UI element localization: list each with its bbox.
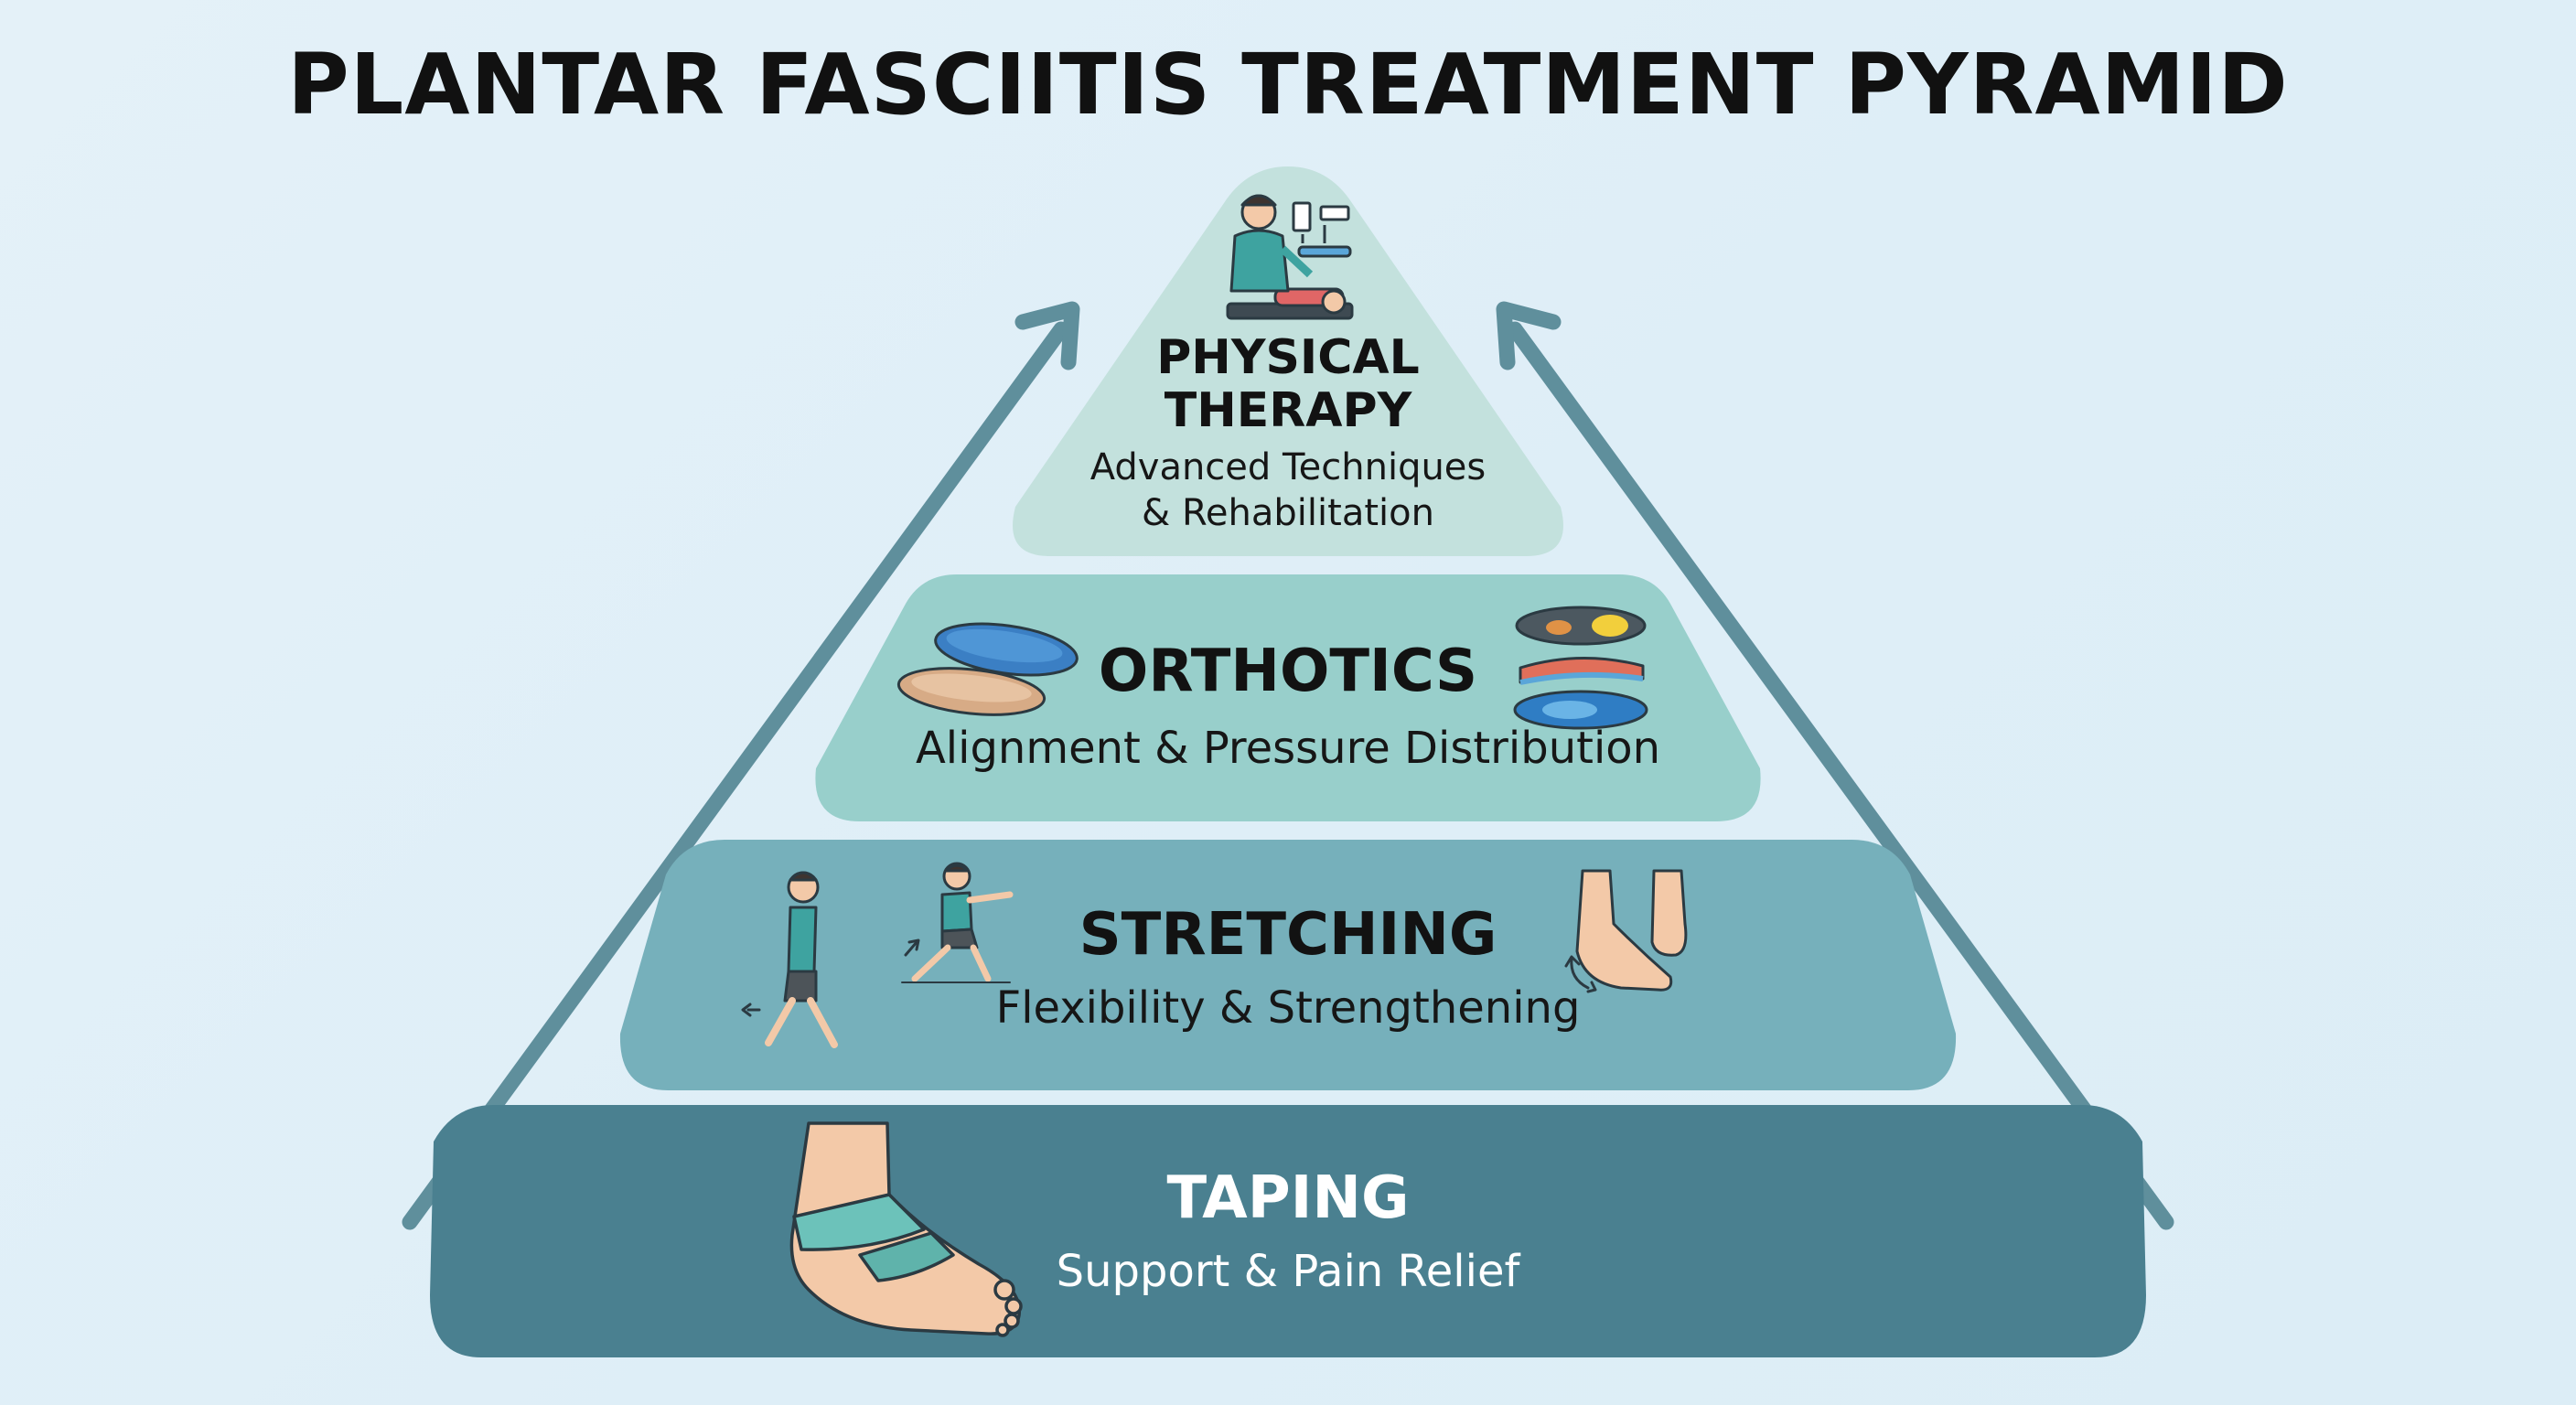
- tier-physical-therapy-title-line1: PHYSICAL: [1156, 330, 1420, 385]
- tier-physical-therapy: PHYSICAL THERAPY Advanced Techniques & R…: [1014, 331, 1562, 536]
- tier-orthotics: ORTHOTICS Alignment & Pressure Distribut…: [832, 635, 1744, 776]
- tier-taping-subtitle: Support & Pain Relief: [1056, 1246, 1520, 1297]
- tier-physical-therapy-subtitle-line2: & Rehabilitation: [1142, 492, 1434, 534]
- tier-taping-title: TAPING: [1166, 1164, 1410, 1232]
- tier-stretching: STRETCHING Flexibility & Strengthening: [831, 898, 1745, 1035]
- taped-foot-icon: [789, 1121, 1023, 1337]
- tier-physical-therapy-title-line2: THERAPY: [1164, 383, 1412, 438]
- tier-physical-therapy-subtitle-line1: Advanced Techniques: [1089, 446, 1487, 488]
- lunge-stretch-icon: [901, 862, 1014, 983]
- foot-flex-icon: [1564, 869, 1688, 993]
- page-title: PLANTAR FASCIITIS TREATMENT PYRAMID: [287, 36, 2289, 134]
- tier-stretching-title: STRETCHING: [1079, 901, 1497, 969]
- right-progression-arrow: [1496, 301, 2174, 1230]
- tier-physical-therapy-band: [1013, 166, 1563, 556]
- left-progression-arrow: [402, 301, 1080, 1230]
- tier-taping: TAPING Support & Pain Relief: [922, 1162, 1654, 1299]
- tier-stretching-subtitle: Flexibility & Strengthening: [995, 982, 1581, 1034]
- tier-orthotics-subtitle: Alignment & Pressure Distribution: [915, 723, 1661, 774]
- therapist-treating-patient-icon: [1226, 194, 1354, 320]
- orthotic-inserts-icon: [1513, 606, 1648, 730]
- insoles-icon: [896, 622, 1079, 716]
- walking-person-icon: [741, 871, 838, 1048]
- tier-orthotics-title: ORTHOTICS: [1098, 638, 1478, 705]
